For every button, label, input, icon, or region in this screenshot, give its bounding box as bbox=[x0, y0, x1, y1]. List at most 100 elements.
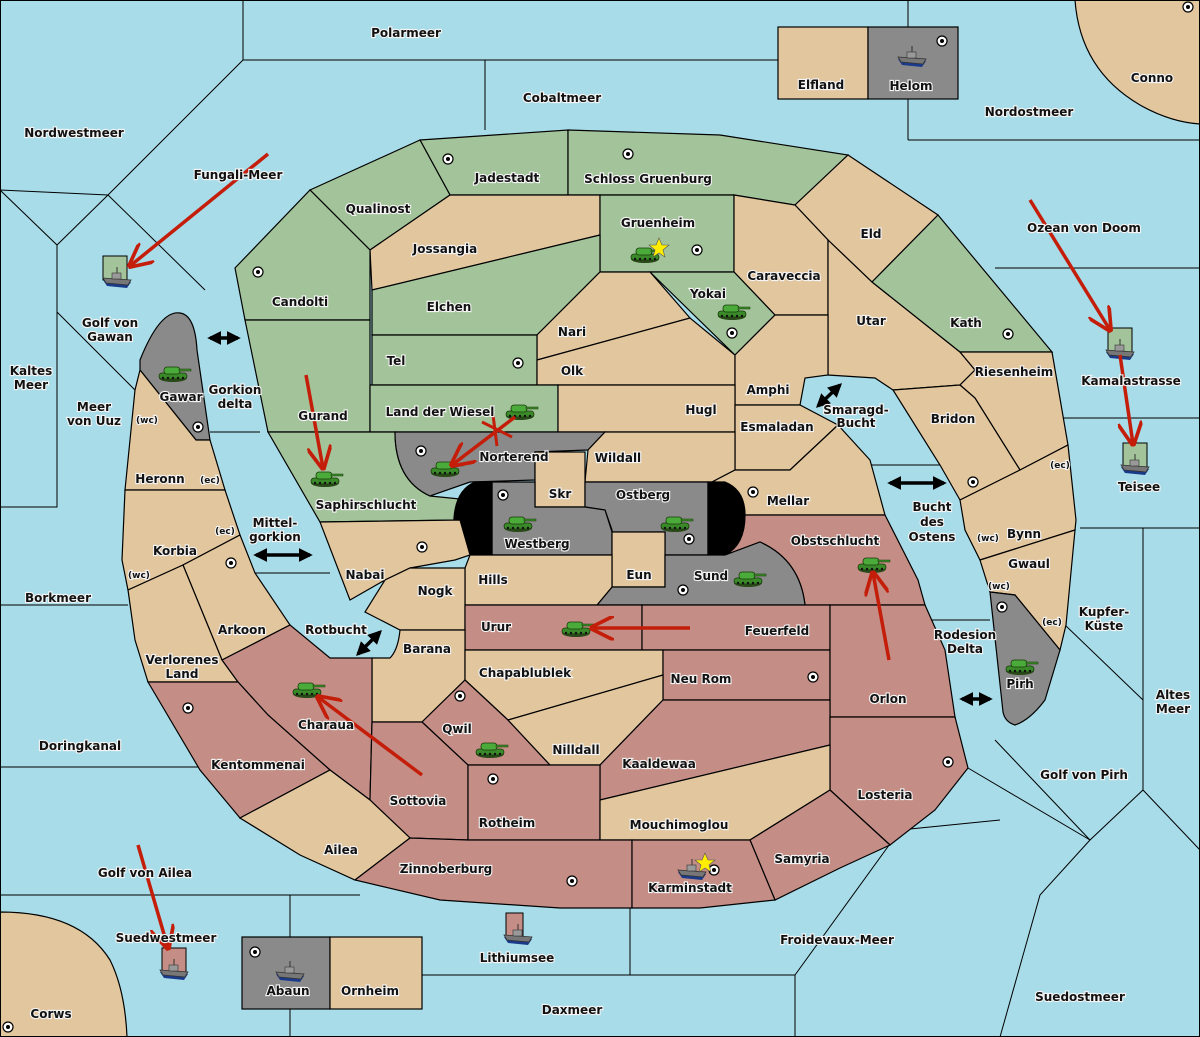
label-utar: Utar bbox=[856, 314, 886, 328]
label-obstschlucht: Obstschlucht bbox=[791, 534, 880, 548]
order-arrows bbox=[130, 152, 1133, 948]
label-jossangia: Jossangia bbox=[412, 242, 477, 256]
label-feuerfeld: Feuerfeld bbox=[745, 624, 810, 638]
label-meer-von-uuz: Meer bbox=[77, 400, 111, 414]
label-amphi: Amphi bbox=[746, 383, 789, 397]
move-order-arrow bbox=[136, 844, 168, 948]
label-mittelgorkion-2: gorkion bbox=[249, 530, 301, 544]
label-tel: Tel bbox=[387, 354, 406, 368]
label-korbia-wc: (wc) bbox=[128, 571, 150, 581]
supply-center-icon bbox=[747, 486, 759, 498]
label-daxmeer: Daxmeer bbox=[542, 1003, 603, 1017]
label-yokai: Yokai bbox=[689, 287, 726, 301]
province-corws[interactable] bbox=[0, 911, 128, 1037]
label-gurand: Gurand bbox=[298, 409, 348, 423]
supply-center-icon bbox=[415, 445, 427, 457]
label-candolti: Candolti bbox=[272, 295, 328, 309]
province-candolti[interactable] bbox=[234, 189, 371, 321]
label-gorkion-delta-2: delta bbox=[218, 397, 253, 411]
canal-arrows bbox=[207, 331, 993, 706]
label-hugl: Hugl bbox=[685, 403, 716, 417]
label-pirh: Pirh bbox=[1006, 677, 1033, 691]
label-karminstadt: Karminstadt bbox=[648, 881, 732, 895]
label-eld: Eld bbox=[861, 227, 882, 241]
bounce-x-icon bbox=[481, 420, 513, 439]
canal-arrow-smaragd bbox=[815, 383, 843, 408]
label-losteria: Losteria bbox=[857, 788, 912, 802]
label-polarmeer: Polarmeer bbox=[371, 26, 441, 40]
label-schloss-gruenburg: Schloss Gruenburg bbox=[584, 172, 712, 186]
label-lithiumsee: Lithiumsee bbox=[480, 951, 555, 965]
label-gwaul-wc: (wc) bbox=[988, 582, 1010, 592]
supply-center-icon bbox=[942, 756, 954, 768]
supply-center-icon bbox=[252, 266, 264, 278]
label-meer-von-uuz-2: von Uuz bbox=[67, 414, 121, 428]
label-sund: Sund bbox=[694, 569, 728, 583]
label-bridon: Bridon bbox=[931, 412, 976, 426]
label-bynn-ec: (ec) bbox=[1050, 461, 1070, 471]
label-verlorenes-land-2: Land bbox=[166, 667, 199, 681]
label-rodesion-delta: Rodesion bbox=[934, 628, 996, 642]
supply-center-icon bbox=[497, 489, 509, 501]
label-heronn: Heronn bbox=[135, 472, 184, 486]
label-smaragd-bucht-2: Bucht bbox=[836, 416, 875, 430]
label-cobaltmeer: Cobaltmeer bbox=[523, 91, 601, 105]
label-bynn-wc: (wc) bbox=[977, 534, 999, 544]
supply-center-icon bbox=[192, 421, 204, 433]
label-altes-meer: Altes bbox=[1156, 688, 1190, 702]
supply-center-icon bbox=[416, 541, 428, 553]
label-altes-meer-2: Meer bbox=[1156, 702, 1190, 716]
supply-center-icon bbox=[566, 875, 578, 887]
label-esmaladan: Esmaladan bbox=[740, 420, 813, 434]
label-gwaul: Gwaul bbox=[1008, 557, 1050, 571]
label-corws: Corws bbox=[30, 1007, 71, 1021]
province-pirh[interactable] bbox=[989, 591, 1061, 726]
province-gruenheim[interactable] bbox=[599, 194, 735, 273]
label-qualinost: Qualinost bbox=[346, 202, 411, 216]
label-kamalastrasse: Kamalastrasse bbox=[1081, 374, 1181, 388]
label-teisee: Teisee bbox=[1118, 480, 1160, 494]
province-ornheim[interactable] bbox=[329, 936, 423, 1010]
supply-center-icon bbox=[1002, 328, 1014, 340]
province-sund[interactable] bbox=[595, 541, 806, 606]
label-westberg: Westberg bbox=[504, 537, 569, 551]
province-orlon[interactable] bbox=[829, 604, 956, 718]
label-sottovia: Sottovia bbox=[390, 794, 447, 808]
label-fungali-meer: Fungali-Meer bbox=[194, 168, 283, 182]
label-samyria: Samyria bbox=[774, 852, 829, 866]
label-golf-von-pirh: Golf von Pirh bbox=[1040, 768, 1128, 782]
move-order-arrow bbox=[304, 374, 323, 468]
supply-center-icon bbox=[249, 946, 261, 958]
province-bynn[interactable] bbox=[959, 444, 1077, 561]
label-nordwestmeer: Nordwestmeer bbox=[24, 126, 124, 140]
label-chapablublek: Chapablublek bbox=[479, 666, 572, 680]
label-kaltes-meer: Kaltes bbox=[10, 364, 53, 378]
supply-center-icon bbox=[442, 153, 454, 165]
supply-center-icon bbox=[996, 601, 1008, 613]
label-wildall: Wildall bbox=[595, 451, 641, 465]
label-zinnoberburg: Zinnoberburg bbox=[400, 862, 492, 876]
label-mouchimoglou: Mouchimoglou bbox=[630, 818, 729, 832]
label-elfland: Elfland bbox=[798, 78, 844, 92]
label-golf-von-ailea: Golf von Ailea bbox=[98, 866, 192, 880]
label-kaaldewaa: Kaaldewaa bbox=[622, 757, 696, 771]
label-abaun: Abaun bbox=[266, 984, 309, 998]
move-order-arrow bbox=[318, 697, 424, 777]
supply-center-icon bbox=[454, 690, 466, 702]
label-gorkion-delta: Gorkion bbox=[209, 383, 262, 397]
supply-center-icon bbox=[225, 557, 237, 569]
label-elchen: Elchen bbox=[427, 300, 472, 314]
label-kupfer-kueste-2: Küste bbox=[1085, 619, 1124, 633]
label-nilldall: Nilldall bbox=[552, 743, 599, 757]
province-conno[interactable] bbox=[1074, 0, 1200, 125]
province-skr[interactable] bbox=[534, 451, 586, 508]
label-rodesion-delta-2: Delta bbox=[947, 642, 983, 656]
label-charaua: Charaua bbox=[298, 718, 354, 732]
supply-center-icon bbox=[182, 702, 194, 714]
province-nabai[interactable] bbox=[319, 519, 471, 601]
label-mittelgorkion: Mittel- bbox=[253, 516, 298, 530]
label-bynn: Bynn bbox=[1007, 527, 1041, 541]
label-gawar: Gawar bbox=[159, 390, 202, 404]
